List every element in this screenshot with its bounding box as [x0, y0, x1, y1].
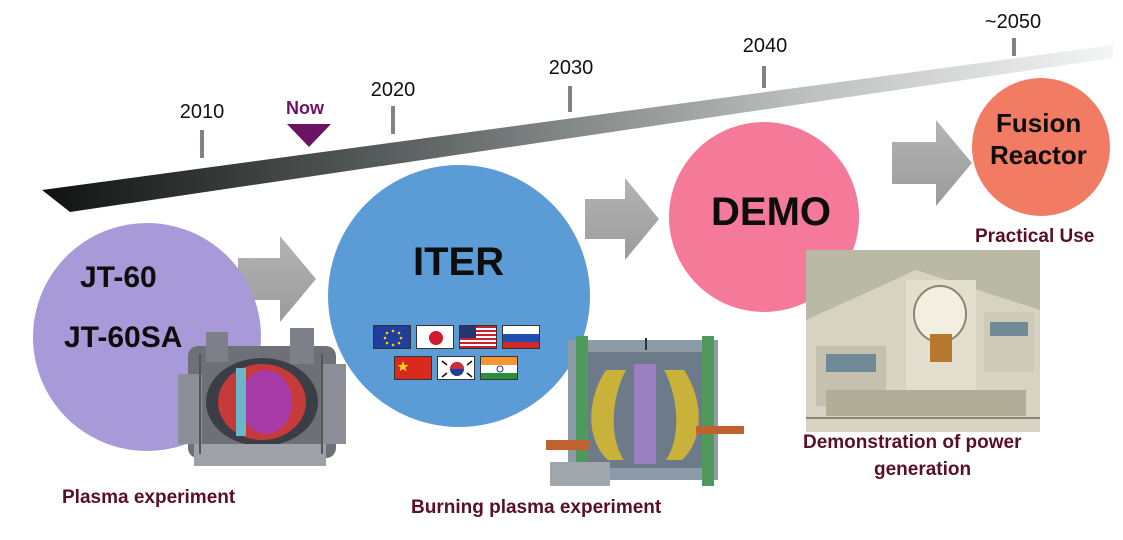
- iter-machine-image: [546, 336, 744, 486]
- now-label: Now: [286, 98, 324, 118]
- reactor-caption: Practical Use: [975, 226, 1095, 247]
- russia-flag-icon: [502, 325, 540, 349]
- iter-title: ITER: [413, 240, 505, 284]
- iter-caption: Burning plasma experiment: [411, 497, 662, 518]
- arrow-right-icon: [238, 236, 316, 322]
- korea-flag-icon: [437, 356, 475, 380]
- jt60-caption: Plasma experiment: [62, 487, 236, 508]
- japan-flag-icon: [416, 325, 454, 349]
- usa-flag-icon: [459, 325, 497, 349]
- year-2030-label: 2030: [548, 57, 594, 79]
- iter-stage-circle: [328, 165, 590, 427]
- year-2040-label: 2040: [742, 35, 788, 57]
- fusion-reactor-stage-circle: [972, 78, 1110, 216]
- jt60sa-title: JT-60SA: [64, 321, 183, 354]
- year-2050-label: ~2050: [984, 11, 1042, 33]
- tick-2020: [391, 106, 395, 134]
- jt60-title: JT-60: [80, 261, 157, 294]
- fusion-reactor-title-line2: Reactor: [990, 140, 1087, 170]
- arrow-right-icon: [892, 120, 972, 206]
- demo-power-plant-image: [806, 250, 1040, 432]
- china-flag-icon: [394, 356, 432, 380]
- now-marker-icon: [287, 124, 331, 147]
- year-2020-label: 2020: [370, 79, 416, 101]
- tick-2030: [568, 86, 572, 112]
- year-2010-label: 2010: [179, 101, 225, 123]
- india-flag-icon: [480, 356, 518, 380]
- tick-2050: [1012, 38, 1016, 56]
- fusion-reactor-title-line1: Fusion: [996, 108, 1082, 138]
- demo-title: DEMO: [711, 190, 831, 234]
- tick-2010: [200, 130, 204, 158]
- demo-caption-line2: generation: [874, 459, 972, 480]
- arrow-right-icon: [585, 178, 659, 260]
- demo-caption-line1: Demonstration of power: [803, 432, 1022, 453]
- eu-flag-icon: [373, 325, 411, 349]
- tick-2040: [762, 66, 766, 88]
- jt60sa-machine-image: [178, 328, 346, 466]
